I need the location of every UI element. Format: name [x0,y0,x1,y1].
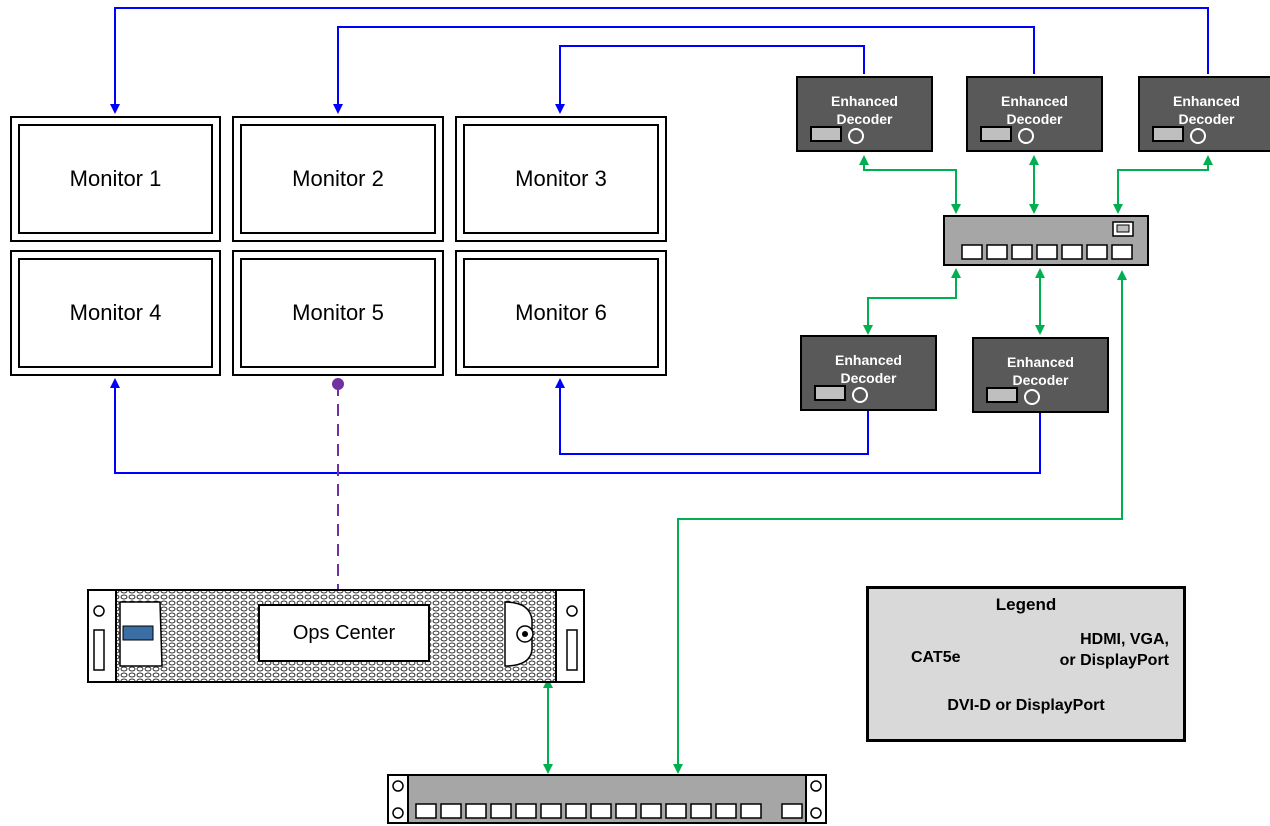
legend: Legend CAT5e HDMI, VGA, or DisplayPort D… [866,586,1186,742]
hdmi-line-decoder1-monitor3 [555,45,865,114]
ops-center-label: Ops Center [258,604,430,662]
cat5e-line-switch-bottom [673,270,1127,774]
cat5e-line-decoder3-switch [1113,155,1213,214]
decoder-label-line2: Decoder [1012,372,1069,388]
monitor-label: Monitor 2 [240,124,436,234]
port-icon [810,126,842,142]
knob-icon [1190,128,1206,144]
port-icon [1152,126,1184,142]
network-switch-rack [387,774,827,824]
hdmi-line-decoder2-monitor2 [333,26,1035,114]
decoder-label-line1: Enhanced [1007,354,1074,370]
monitor-label: Monitor 1 [18,124,213,234]
decoder-label-line2: Decoder [1006,111,1063,127]
monitor-5: Monitor 5 [232,250,444,376]
monitor-4: Monitor 4 [10,250,221,376]
monitor-label: Monitor 6 [463,258,659,368]
network-switch-small [943,215,1149,266]
monitor-3: Monitor 3 [455,116,667,242]
monitor-label: Monitor 5 [240,258,436,368]
decoder-label-line1: Enhanced [1173,93,1240,109]
decoder-label-line1: Enhanced [835,352,902,368]
dvi-endpoint [332,378,344,390]
knob-icon [1018,128,1034,144]
monitor-6: Monitor 6 [455,250,667,376]
decoder-label-line2: Decoder [836,111,893,127]
monitor-label: Monitor 4 [18,258,213,368]
legend-cat5e-label: CAT5e [911,649,961,666]
monitor-2: Monitor 2 [232,116,444,242]
legend-dvi-label: DVI-D or DisplayPort [947,697,1105,714]
port-icon [980,126,1012,142]
legend-hdmi-label-line1: HDMI, VGA, [1080,631,1169,648]
monitor-1: Monitor 1 [10,116,221,242]
knob-icon [848,128,864,144]
knob-icon [1024,389,1040,405]
decoder-label-line1: Enhanced [831,93,898,109]
decoder-label-line2: Decoder [1178,111,1235,127]
cat5e-line-decoder1-switch [859,155,961,214]
decoder-label-line1: Enhanced [1001,93,1068,109]
knob-icon [852,387,868,403]
legend-hdmi-label-line2: or DisplayPort [1059,652,1169,669]
legend-title: Legend [995,595,1057,614]
cat5e-line-switch-decoder4 [863,268,961,335]
hdmi-line-decoder3-monitor1 [110,7,1209,114]
decoder-label-line2: Decoder [840,370,897,386]
port-icon [986,387,1018,403]
port-icon [814,385,846,401]
monitor-label: Monitor 3 [463,124,659,234]
